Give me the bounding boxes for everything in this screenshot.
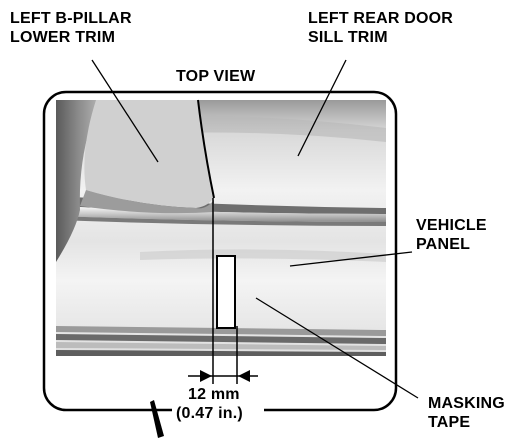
b-pillar-shape [56,100,100,262]
label-door-sill-line1: LEFT REAR DOOR [308,10,454,27]
leader-door-sill [297,59,347,157]
leader-vehicle-panel [289,251,413,267]
masking-tape [216,255,236,329]
dimension-in: (0.47 in.) [176,405,243,422]
leader-masking-tape [255,297,419,399]
label-top-view: TOP VIEW [176,68,256,85]
label-masking-tape-line2: TAPE [428,414,471,431]
label-b-pillar-line2: LOWER TRIM [10,29,116,46]
label-vehicle-panel-line2: PANEL [416,236,471,253]
label-masking-tape-line1: MASKING [428,395,505,412]
label-door-sill-line2: SILL TRIM [308,29,388,46]
label-vehicle-panel-line1: VEHICLE [416,217,487,234]
label-b-pillar-line1: LEFT B-PILLAR [10,10,132,27]
vehicle-panel-area [44,92,396,410]
dimension-mm: 12 mm [188,386,240,403]
leader-b-pillar [91,59,159,163]
